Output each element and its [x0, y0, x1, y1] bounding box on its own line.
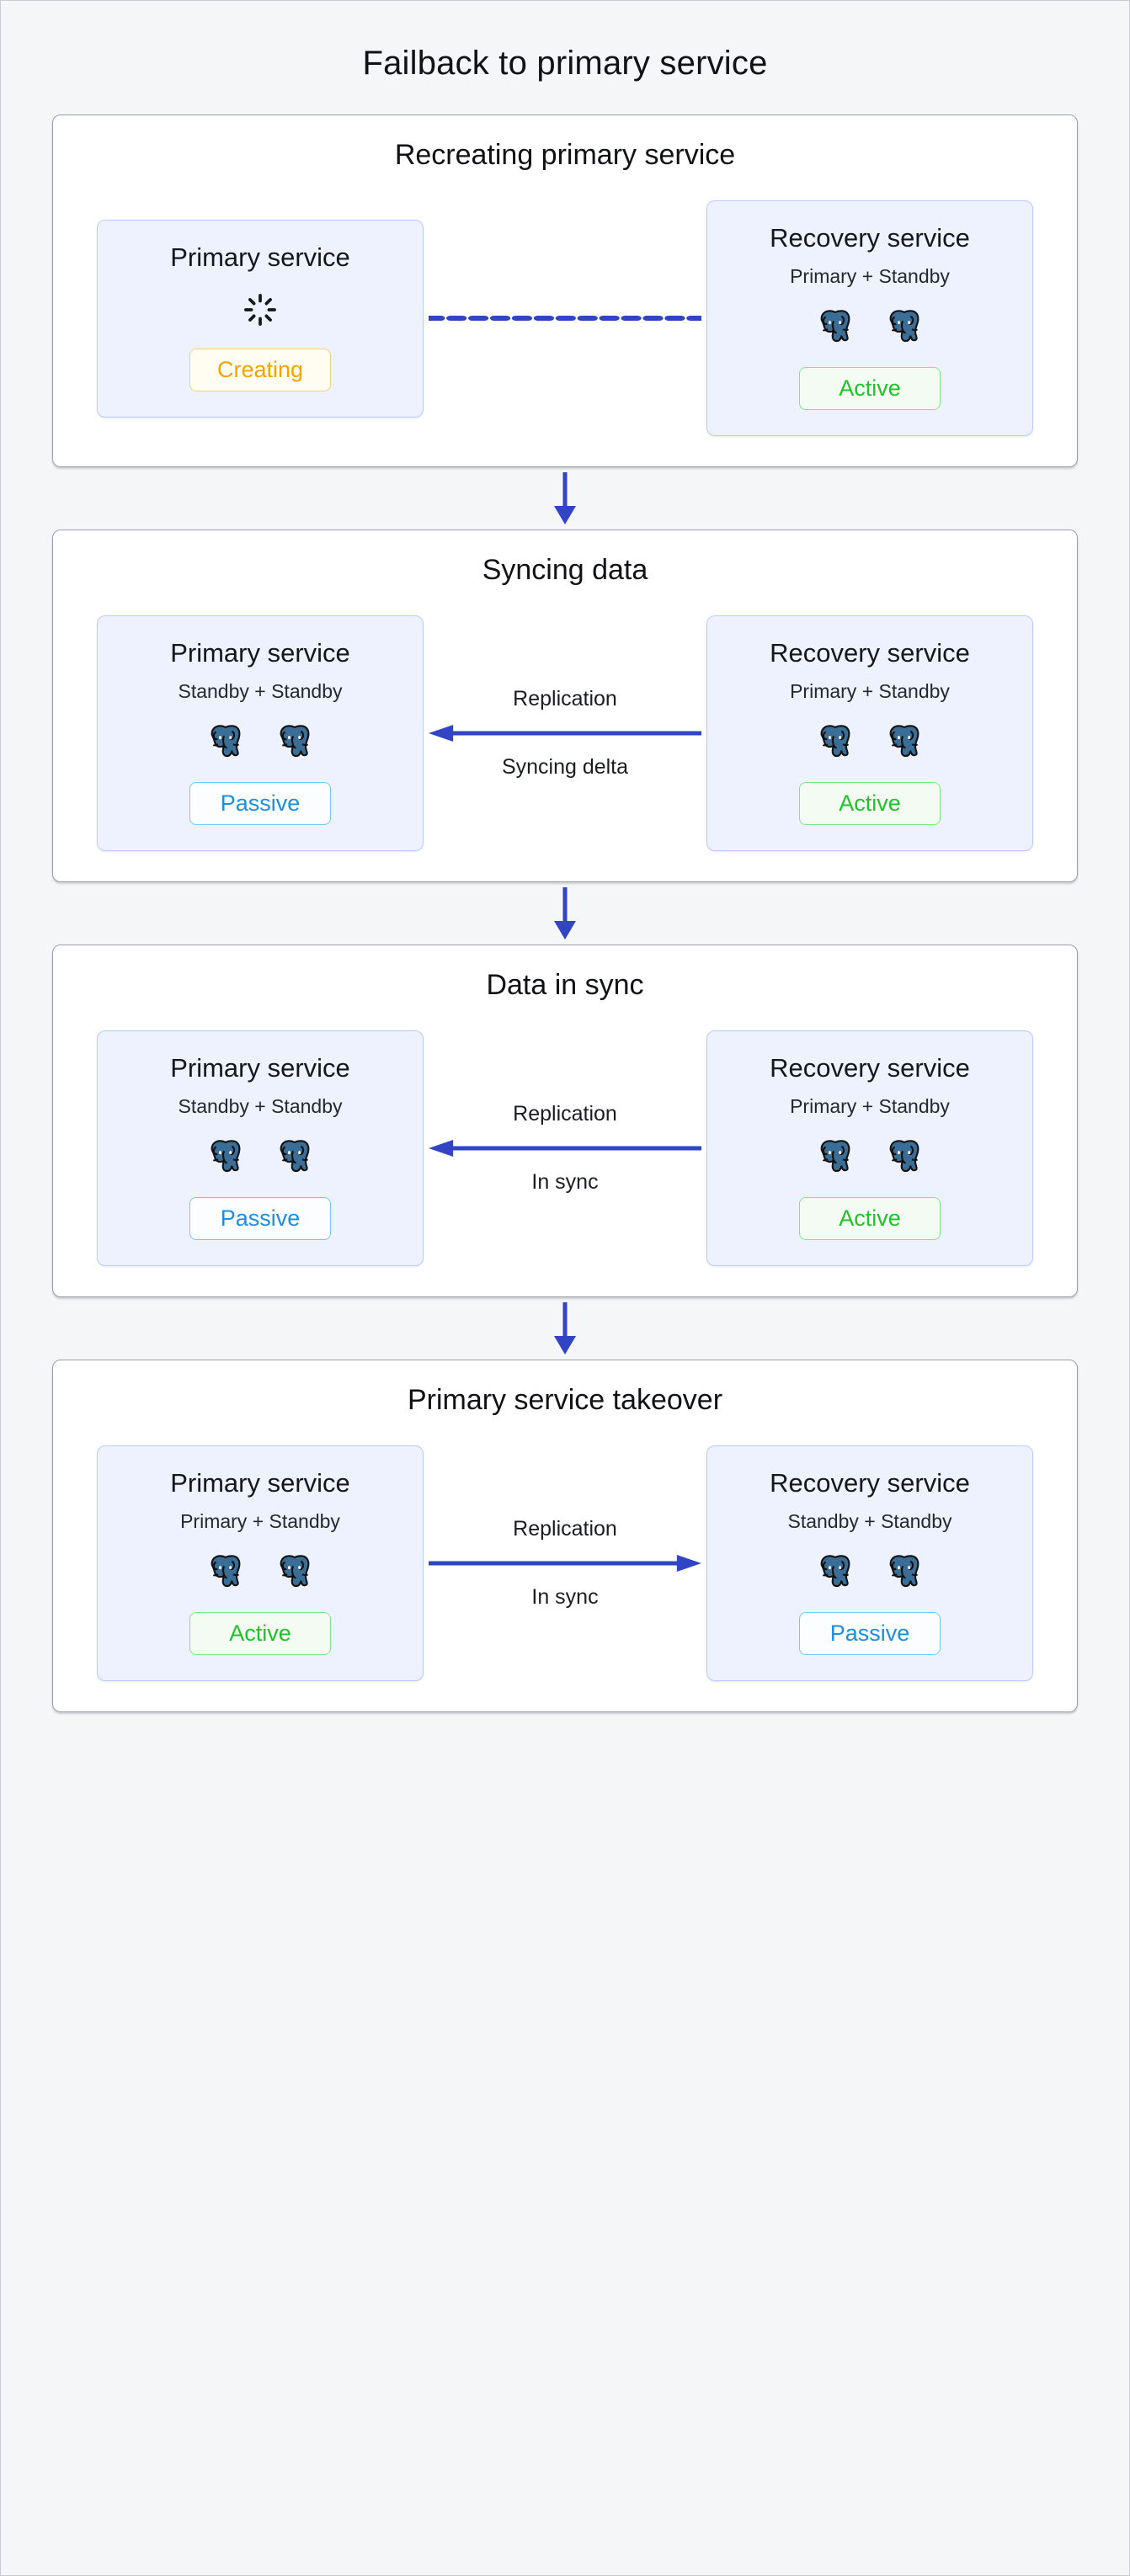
postgres-elephant-icon — [889, 1555, 919, 1588]
service-name: Primary service — [170, 1053, 350, 1083]
service-name: Recovery service — [770, 1053, 970, 1083]
stage-transition-arrow — [550, 467, 580, 530]
connector-label-top: Replication — [513, 1101, 617, 1126]
service-name: Recovery service — [770, 638, 970, 668]
postgres-elephant-icon — [820, 1555, 850, 1588]
page-title: Failback to primary service — [362, 45, 768, 82]
service-name: Recovery service — [770, 1468, 970, 1498]
connector-label-top: Replication — [513, 686, 617, 711]
postgres-elephant-icon — [820, 310, 850, 343]
status-badge: Passive — [189, 782, 331, 825]
service-name: Primary service — [170, 1468, 350, 1498]
dashed-link-line — [429, 316, 701, 321]
arrow-down-icon — [554, 472, 576, 524]
arrow-left-icon — [429, 1140, 701, 1157]
status-badge: Active — [189, 1612, 331, 1655]
status-badge: Active — [799, 782, 941, 825]
database-node-group — [813, 1135, 926, 1179]
postgres-elephant-icon — [889, 725, 919, 758]
connector-label-bottom: In sync — [531, 1170, 599, 1194]
service-roles: Primary + Standby — [790, 1095, 950, 1117]
spinner-icon — [244, 293, 276, 326]
postgres-elephant-icon — [889, 1140, 919, 1173]
postgres-elephant-icon — [280, 725, 310, 758]
service-name: Primary service — [170, 242, 350, 272]
database-node-group — [204, 720, 317, 764]
database-node-group — [204, 1135, 317, 1179]
arrow-right-icon — [429, 1555, 701, 1572]
service-roles: Standby + Standby — [178, 680, 343, 702]
postgres-elephant-icon — [211, 1555, 241, 1588]
postgres-elephant-icon — [820, 1140, 850, 1173]
stage-title: Primary service takeover — [407, 1384, 723, 1416]
postgres-elephant-icon — [889, 310, 919, 343]
status-badge: Active — [799, 1197, 941, 1240]
postgres-elephant-icon — [211, 1140, 241, 1173]
creating-spinner — [242, 285, 279, 335]
service-name: Recovery service — [770, 223, 970, 253]
connector-label-bottom: Syncing delta — [501, 755, 629, 779]
service-roles: Primary + Standby — [790, 680, 950, 702]
arrow-down-icon — [554, 887, 576, 939]
status-badge: Active — [799, 367, 941, 410]
connector-label-bottom: In sync — [531, 1585, 599, 1609]
stage-transition-arrow — [550, 882, 580, 945]
database-node-group — [813, 305, 926, 349]
stage-transition-arrow — [550, 1297, 580, 1360]
service-name: Primary service — [170, 638, 350, 668]
stage-title: Data in sync — [486, 969, 644, 1001]
database-node-group — [813, 1550, 926, 1594]
service-roles: Standby + Standby — [787, 1510, 952, 1532]
status-badge: Creating — [189, 348, 331, 391]
service-roles: Primary + Standby — [790, 265, 950, 287]
database-node-group — [813, 720, 926, 764]
database-node-group — [204, 1550, 317, 1594]
replication-connector — [424, 315, 706, 322]
status-badge: Passive — [189, 1197, 331, 1240]
stage-title: Syncing data — [482, 554, 648, 586]
postgres-elephant-icon — [820, 725, 850, 758]
stage-title: Recreating primary service — [394, 139, 736, 171]
service-roles: Standby + Standby — [178, 1095, 343, 1117]
service-roles: Primary + Standby — [180, 1510, 340, 1532]
arrow-down-icon — [554, 1302, 576, 1355]
arrow-left-icon — [429, 725, 701, 742]
connector-label-top: Replication — [513, 1516, 617, 1541]
postgres-elephant-icon — [280, 1555, 310, 1588]
replication-connector: Replication In sync — [424, 1101, 706, 1195]
replication-connector: Replication In sync — [424, 1516, 706, 1610]
postgres-elephant-icon — [211, 725, 241, 758]
postgres-elephant-icon — [280, 1140, 310, 1173]
status-badge: Passive — [799, 1612, 941, 1655]
